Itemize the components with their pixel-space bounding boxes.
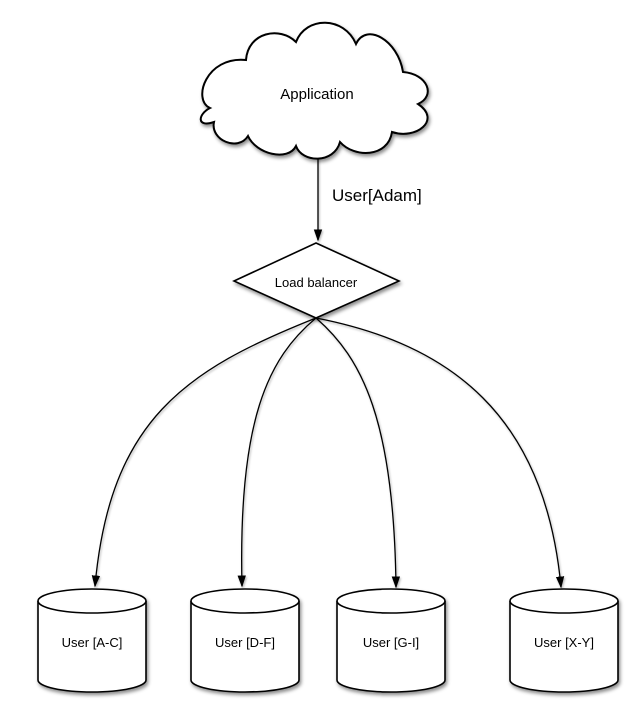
node-shard-3: User [G-I]	[336, 588, 446, 693]
edge-lb-to-shard-3	[315, 317, 401, 589]
cloud-shape	[199, 21, 429, 160]
node-load-balancer: Load balancer	[232, 242, 401, 319]
cylinder-top-2	[190, 588, 300, 614]
shard-1-label: User [A-C]	[62, 635, 123, 650]
node-application: Application	[199, 21, 429, 160]
shard-2-label: User [D-F]	[215, 635, 275, 650]
edge-lb-to-shard-2	[237, 317, 317, 588]
shard-3-label: User [G-I]	[363, 635, 419, 650]
edge-label-user-adam: User[Adam]	[332, 186, 422, 205]
node-shard-2: User [D-F]	[190, 588, 300, 693]
cylinder-top-1	[37, 588, 147, 614]
load-balancer-label: Load balancer	[275, 275, 358, 290]
edge-lb-to-shard-1	[91, 317, 317, 588]
cylinder-body-3	[336, 601, 446, 693]
node-shard-4: User [X-Y]	[509, 588, 619, 693]
edge-layer	[91, 154, 565, 589]
cylinder-body-1	[37, 601, 147, 693]
node-shard-1: User [A-C]	[37, 588, 147, 693]
cylinder-top-3	[336, 588, 446, 614]
cylinder-body-4	[509, 601, 619, 693]
edge-lb-to-shard-4	[315, 317, 565, 589]
cylinder-top-4	[509, 588, 619, 614]
load-balancer-diamond-shape	[232, 242, 401, 319]
cylinder-body-2	[190, 601, 300, 693]
shard-4-label: User [X-Y]	[534, 635, 594, 650]
application-label: Application	[280, 86, 353, 103]
